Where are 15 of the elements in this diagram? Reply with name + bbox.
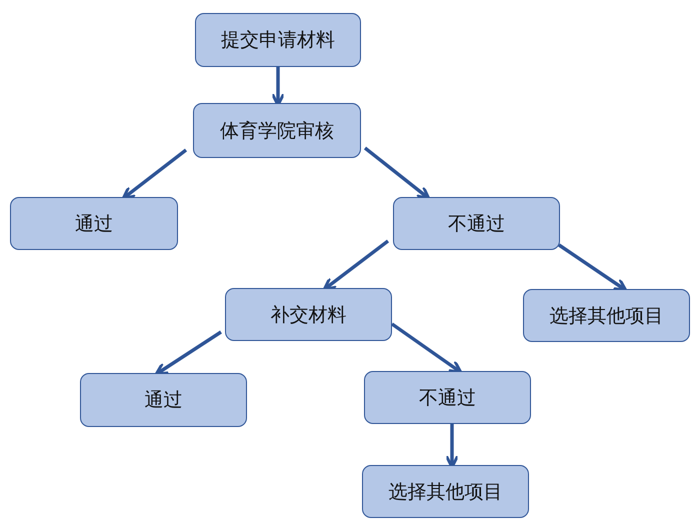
arrow [391,322,462,374]
arrow [558,244,628,292]
process-box: 选择其他项目 [523,289,690,342]
arrow [322,240,390,291]
process-box: 补交材料 [225,288,392,341]
arrow [364,146,430,200]
process-box: 不通过 [364,371,531,424]
arrow [122,148,188,200]
process-box: 通过 [80,373,247,427]
process-box: 提交申请材料 [195,13,361,67]
process-box: 体育学院审核 [193,103,361,158]
process-box: 通过 [10,197,178,250]
arrow [154,330,222,376]
process-box: 不通过 [393,197,560,250]
process-box: 选择其他项目 [362,465,529,518]
